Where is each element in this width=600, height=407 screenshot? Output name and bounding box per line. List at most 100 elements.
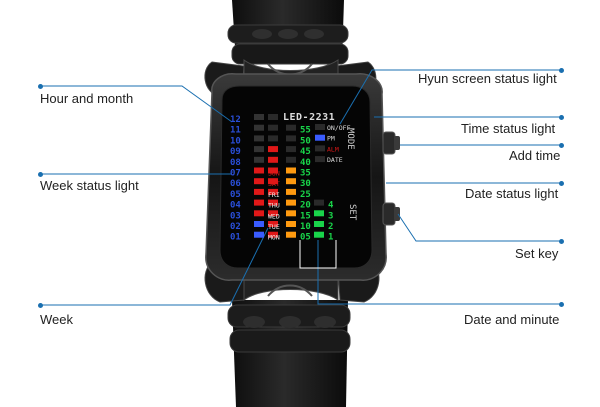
hour-led [254,199,264,206]
annotation-line [339,69,562,125]
hour-led [254,124,264,131]
hour-led [254,178,264,185]
hour-number: 05 [230,190,241,200]
mode-button-label: MODE [345,128,355,150]
label-date-status-light: Date status light [465,186,559,201]
annotation-line [40,85,233,123]
date-led [314,210,324,217]
hour-led [254,188,264,195]
weekday-label: WED [268,212,280,220]
model-label: LED-2231 [283,112,335,123]
month-led [268,156,278,163]
set-button-label: SET [347,204,357,221]
hour-number: 10 [230,136,241,146]
label-hour-and-month: Hour and month [40,91,134,106]
month-led [268,231,278,238]
hour-number: 11 [230,126,241,136]
anchor-dot [38,303,43,308]
bottom-strap [227,300,351,407]
annotation-connectors [40,69,562,306]
minute-led [286,221,296,227]
minute-led [286,178,296,185]
hour-number: 03 [230,211,241,221]
status-led [315,124,325,130]
weekday-label: TUE [268,223,280,231]
label-week-status-light: Week status light [40,178,139,193]
hour-led [254,167,264,174]
minute-led [286,156,296,163]
status-led [315,134,325,141]
status-label: PM [327,135,335,143]
hour-number: 04 [230,201,241,211]
hour-number: 07 [230,169,241,179]
weekday-label: MON [268,234,280,242]
minute-led [286,146,296,153]
hour-number: 12 [230,115,241,125]
label-set-key: Set key [515,246,559,261]
minute-number: 35 [300,169,311,179]
label-hyun-screen-status-light: Hyun screen status light [418,71,557,86]
minute-number: 20 [300,201,311,211]
hour-led [254,156,264,163]
label-add-time: Add time [509,148,561,163]
hour-led [254,135,264,142]
weekday-label: THU [268,202,280,210]
minute-number: 45 [300,147,311,157]
month-led [268,199,278,206]
minute-number: 25 [300,190,311,200]
anchor-dot [38,172,43,177]
led-grid: 121110090807060504030201SUNSATFRITHUWEDT… [230,114,351,243]
anchor-dot [559,181,564,186]
status-led [315,145,325,152]
month-led [268,146,278,153]
anchor-dot [559,239,564,244]
status-label: DATE [327,156,343,164]
hour-led [254,114,264,120]
anchor-dot [559,115,564,120]
minute-number: 05 [300,233,311,243]
month-led [268,188,278,195]
month-led [268,124,278,131]
hour-led [254,221,264,227]
minute-led [286,188,296,195]
status-label: ALM [327,145,339,153]
minute-led [286,199,296,206]
hour-led [254,210,264,217]
month-led [268,178,278,185]
date-minute-bracket [299,240,337,269]
minute-number: 40 [300,158,311,168]
minute-led [286,210,296,217]
date-number: 2 [328,222,333,232]
label-date-and-minute: Date and minute [464,312,560,327]
anchor-dot [559,143,564,148]
minute-led [286,135,296,142]
minute-number: 55 [300,126,311,136]
date-number: 1 [328,233,333,243]
month-led [268,114,278,120]
status-led [315,156,325,163]
anchor-dot [559,68,564,73]
minute-led [286,167,296,174]
side-buttons [382,131,400,226]
top-strap [227,0,349,65]
hour-number: 08 [230,158,241,168]
date-led [314,231,324,238]
hour-led [254,231,264,238]
month-led [268,135,278,142]
minute-number: 50 [300,136,311,146]
weekday-label: SAT [268,180,280,188]
minute-number: 30 [300,179,311,189]
anchor-dot [38,84,43,89]
minute-number: 10 [300,222,311,232]
date-number: 3 [328,211,333,221]
annotation-line [317,240,562,305]
weekday-label: SUN [268,170,280,178]
month-led [268,210,278,217]
minute-led [286,124,296,131]
date-led [314,221,324,227]
date-led [314,199,324,206]
label-week: Week [40,312,73,327]
anchor-dot [559,302,564,307]
